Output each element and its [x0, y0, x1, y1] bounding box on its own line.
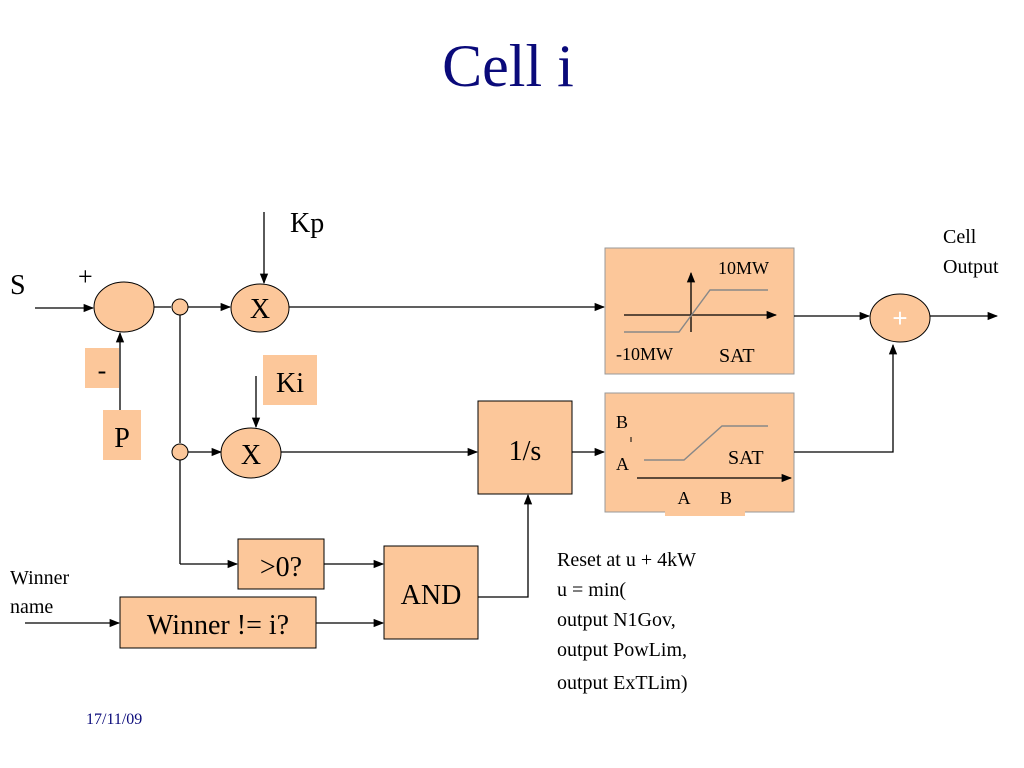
input-s-label: S [10, 270, 26, 301]
page-title: Cell i [442, 33, 574, 99]
integrator-block [477, 400, 573, 495]
sat-bottom-a-left-label: A [616, 454, 629, 474]
sat-bottom-ab-box [665, 484, 745, 516]
minus-box [85, 348, 119, 388]
reset-note-line-1: Reset at u + 4kW [557, 549, 696, 571]
winner-check-block [119, 596, 317, 649]
sat-top-sat-label: SAT [719, 345, 755, 367]
minus-sign-label: - [98, 356, 107, 385]
sat-bottom-b-left-label: B [616, 412, 628, 432]
sat-top-lower-label: -10MW [616, 344, 673, 364]
p-box [103, 410, 141, 460]
and-gate-block [383, 545, 479, 640]
cell-output-label-2: Output [943, 256, 999, 278]
kp-label: Kp [290, 208, 324, 239]
sat-top-block [604, 247, 795, 375]
sat-bottom-curve [644, 425, 768, 461]
split-node-top [171, 298, 189, 316]
cell-output-label-1: Cell [943, 226, 977, 248]
reset-note-line-5: output ExTLim) [557, 672, 688, 694]
reset-note-line-3: output N1Gov, [557, 609, 676, 631]
mult-bottom-label: X [241, 440, 261, 471]
sat-bottom-b-bottom-label: B [720, 488, 732, 508]
sat-bottom-a-bottom-label: A [678, 488, 691, 508]
reset-note-line-4: output PowLim, [557, 639, 687, 661]
mult-bottom-block [220, 427, 282, 479]
ki-box [263, 355, 317, 405]
gt-zero-block [237, 538, 325, 590]
integrator-label: 1/s [509, 436, 542, 467]
sat-top-curve [624, 289, 768, 333]
gt-zero-label: >0? [260, 552, 302, 583]
split-node-bottom [171, 443, 189, 461]
winner-name-label-2: name [10, 596, 53, 618]
sat-top-upper-label: 10MW [718, 258, 769, 278]
reset-note-line-2: u = min( [557, 579, 626, 601]
wire-sat-bottom-to-output-sum [794, 343, 898, 453]
sum-junction [93, 281, 155, 333]
winner-check-label: Winner != i? [147, 610, 289, 641]
and-gate-label: AND [401, 580, 462, 611]
winner-name-label-1: Winner [10, 567, 70, 589]
mult-top-label: X [250, 294, 270, 325]
ki-label: Ki [276, 368, 304, 399]
sat-bottom-sat-label: SAT [728, 447, 764, 469]
output-sum-label: + [892, 303, 907, 333]
input-p-label: P [114, 423, 130, 454]
wire-and-to-integrator-reset [478, 493, 533, 598]
plus-sign-label: + [78, 262, 93, 291]
output-sum-block [869, 293, 931, 343]
footer-date: 17/11/09 [86, 711, 142, 728]
